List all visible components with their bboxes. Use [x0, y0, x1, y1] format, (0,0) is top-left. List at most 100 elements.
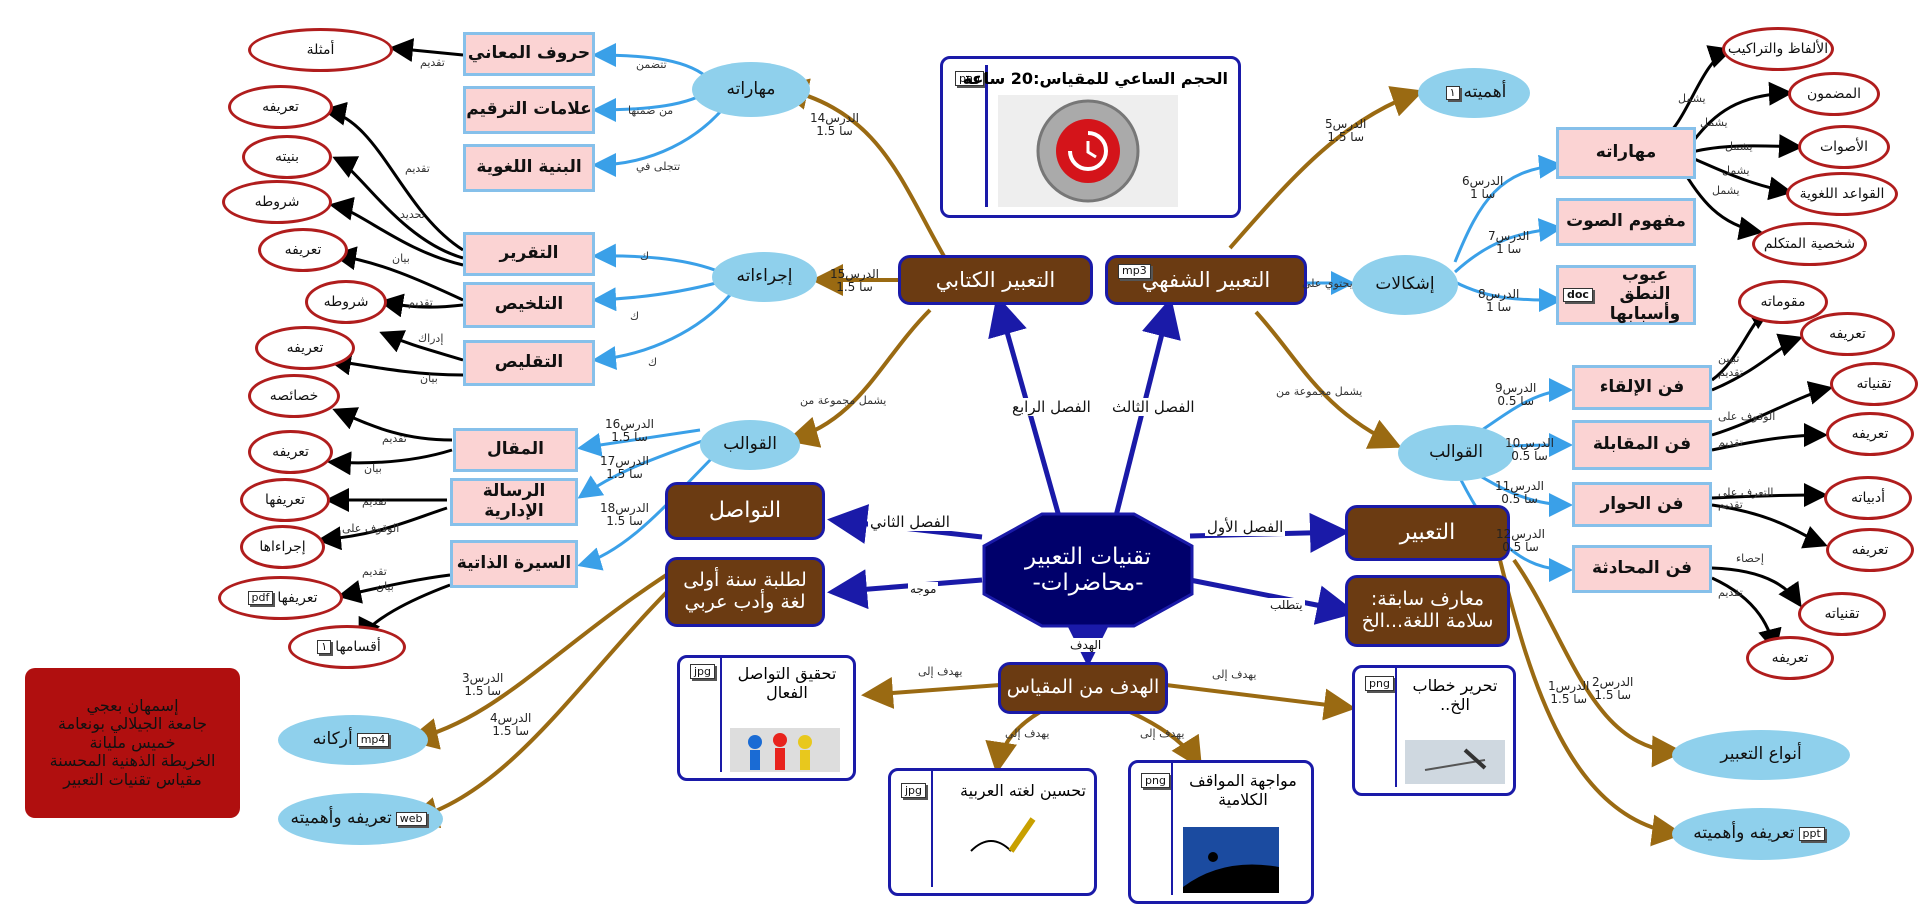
node-written-procedures[interactable]: إجراءاته [712, 252, 817, 302]
node-reduction[interactable]: التقليص [463, 340, 595, 386]
goal-arabic-box[interactable]: jpg تحسين لغته العربية [888, 768, 1097, 896]
mp3-tag[interactable]: mp3 [1118, 264, 1151, 279]
goal-speaking-box[interactable]: png مواجهة المواقف الكلامية [1128, 760, 1314, 904]
leaf-speaker-personality[interactable]: شخصية المتكلم [1752, 222, 1867, 266]
leaf-definition[interactable]: تعريفه [1800, 312, 1895, 356]
oral-skills-label: مهاراته [1595, 142, 1657, 163]
silhouette-icon [1183, 827, 1279, 893]
leaf-definition[interactable]: تعريفه [258, 228, 348, 272]
expression-label: التعبير [1399, 520, 1456, 546]
edge-label-group: يشمل مجموعة من [1276, 385, 1363, 398]
leaf-words-structures[interactable]: الألفاظ والتراكيب [1722, 27, 1834, 71]
recitation-label: فن الإلقاء [1599, 376, 1685, 397]
node-expression[interactable]: التعبير [1345, 505, 1510, 561]
leaf-characteristics[interactable]: خصائصه [248, 374, 340, 418]
edge-label-includes: يشمل [1678, 92, 1706, 105]
hours-box[interactable]: png الحجم الساعي للمقياس:20 ساعة [940, 56, 1241, 218]
leaf-grammar[interactable]: القواعد اللغوية [1786, 172, 1898, 216]
node-expression-types[interactable]: أنواع التعبير [1672, 730, 1850, 780]
node-conversation[interactable]: فن المحادثة [1572, 545, 1712, 593]
leaf-definition[interactable]: تعريفه [228, 85, 333, 129]
mp4-tag[interactable]: mp4 [356, 732, 390, 748]
chapter-label-first: الفصل الأول [1205, 518, 1286, 536]
pdf-tag[interactable]: pdf [247, 590, 274, 606]
edge-label-k: ك [630, 310, 640, 323]
leaf-examples[interactable]: أمثلة [248, 28, 393, 72]
node-report[interactable]: التقرير [463, 232, 595, 276]
node-pronunciation-defects[interactable]: عيوب النطق وأسبابها doc [1556, 265, 1696, 325]
attachment-tag[interactable]: ١ [317, 639, 332, 655]
leaf-structure[interactable]: بنيته [242, 135, 332, 179]
node-article[interactable]: المقال [453, 428, 578, 472]
leaf-conditions[interactable]: شروطه [222, 180, 332, 224]
pillars-label: أركانه [312, 729, 353, 750]
node-sound-concept[interactable]: مفهوم الصوت [1556, 198, 1696, 246]
leaf-components[interactable]: مقوماته [1738, 280, 1828, 324]
ppt-tag[interactable]: ppt [1798, 826, 1825, 842]
leaf-conditions[interactable]: شروطه [305, 280, 387, 324]
leaf-definition[interactable]: تعريفه [1826, 528, 1914, 572]
node-summary[interactable]: التلخيص [463, 282, 595, 328]
attachment-tag[interactable]: ١ [1445, 85, 1460, 101]
doc-tag[interactable]: doc [1563, 287, 1593, 303]
central-topic[interactable]: تقنيات التعبير -محاضرات- [982, 512, 1194, 628]
jpg-tag[interactable]: jpg [901, 783, 927, 798]
web-tag[interactable]: web [395, 811, 427, 827]
leaf-definition[interactable]: تعريفه [1746, 636, 1834, 680]
hours-title: الحجم الساعي للمقياس:20 ساعة [962, 69, 1228, 88]
leaf-literature[interactable]: أدبياته [1824, 476, 1912, 520]
node-written-skills[interactable]: مهاراته [692, 62, 810, 117]
leaf-label: أمثلة [306, 41, 335, 58]
leaf-definition[interactable]: تعريفه [1826, 412, 1914, 456]
png-tag[interactable]: png [1141, 773, 1170, 788]
leaf-label: الألفاظ والتراكيب [1727, 40, 1829, 57]
node-oral-templates[interactable]: القوالب [1398, 425, 1514, 481]
node-course-goal[interactable]: الهدف من المقياس [998, 662, 1168, 714]
edge-label-present: تقديم [1718, 586, 1743, 599]
lesson2-label: الدرس2 سا 1.5 [1592, 675, 1634, 703]
node-oral-problems[interactable]: إشكالات [1352, 255, 1458, 315]
node-dialogue[interactable]: فن الحوار [1572, 482, 1712, 527]
leaf-definition[interactable]: تعريفه [248, 430, 333, 474]
node-cv[interactable]: السيرة الذاتية [450, 540, 578, 588]
node-recitation[interactable]: فن الإلقاء [1572, 365, 1712, 410]
leaf-content[interactable]: المضمون [1788, 72, 1880, 116]
edge-label-k: ك [640, 250, 650, 263]
png-tag[interactable]: png [955, 71, 984, 86]
node-oral-skills[interactable]: مهاراته [1556, 127, 1696, 179]
leaf-label: تعريفه [262, 98, 299, 115]
leaf-definition-f[interactable]: تعريفها [240, 478, 330, 522]
procedures-label: إجراءاته [736, 266, 793, 287]
node-interview[interactable]: فن المقابلة [1572, 420, 1712, 470]
png-tag[interactable]: png [1365, 676, 1394, 691]
edge-label-present: تقديم [1718, 498, 1743, 511]
defects-label: عيوب النطق وأسبابها [1609, 264, 1681, 324]
leaf-sounds[interactable]: الأصوات [1798, 125, 1890, 169]
node-prerequisites[interactable]: معارف سابقة: سلامة اللغة...الخ [1345, 575, 1510, 647]
node-communication[interactable]: التواصل [665, 482, 825, 540]
node-punctuation[interactable]: علامات الترقيم [463, 86, 595, 134]
cv-label: السيرة الذاتية [456, 553, 572, 574]
info-line-2: جامعة الجيلالي بونعامة [58, 714, 207, 734]
lesson7-label: الدرس7 سا 1 [1488, 229, 1530, 257]
node-written-templates[interactable]: القوالب [700, 420, 800, 470]
jpg-tag[interactable]: jpg [690, 664, 716, 679]
leaf-definition[interactable]: تعريفه [255, 326, 355, 370]
goal-communication-box[interactable]: jpg تحقيق التواصل الفعال [677, 655, 856, 781]
leaf-procedures-f[interactable]: إجراءاها [240, 525, 325, 569]
node-admin-letter[interactable]: الرسالة الإدارية [450, 478, 578, 526]
leaf-techniques[interactable]: تقنياته [1830, 362, 1918, 406]
node-audience[interactable]: لطلبة سنة أولى لغة وأدب عربي [665, 557, 825, 627]
node-written-expression[interactable]: التعبير الكتابي [898, 255, 1093, 305]
goal-writing-box[interactable]: png تحرير خطاب الخ.. [1352, 665, 1516, 796]
leaf-techniques[interactable]: تقنياته [1798, 592, 1886, 636]
node-linguistic-structure[interactable]: البنية اللغوية [463, 144, 595, 192]
node-particles[interactable]: حروف المعاني [463, 32, 595, 76]
